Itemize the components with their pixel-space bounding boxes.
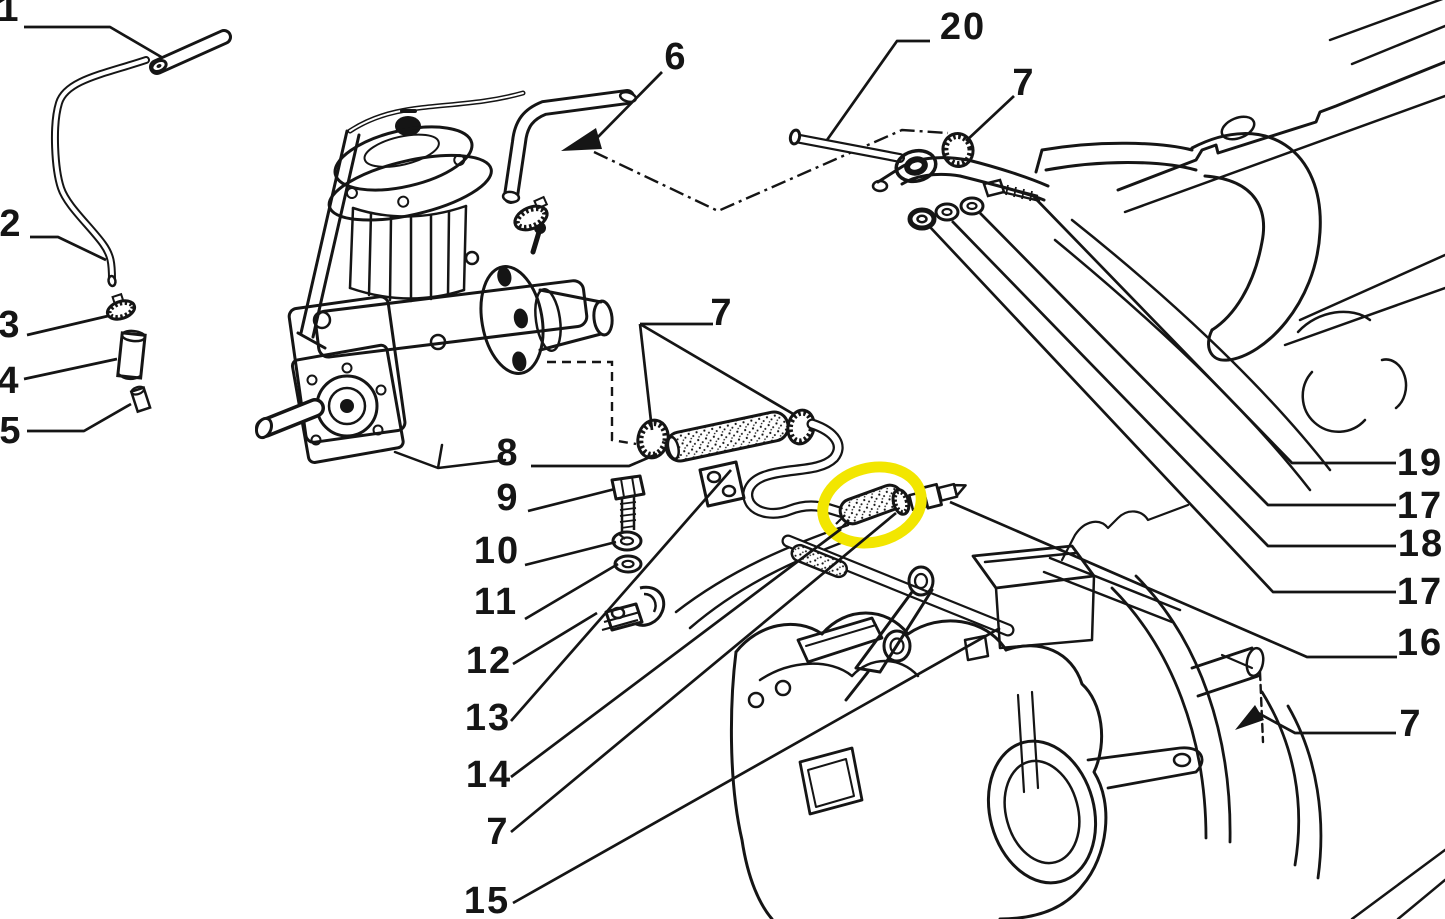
gearbox-assembly [729, 544, 1445, 919]
engine-assembly [871, 0, 1445, 562]
callout-6: 6 [664, 36, 688, 78]
callout-18: 18 [1397, 523, 1445, 565]
leader-1 [24, 25, 164, 60]
washers-group [907, 178, 1041, 231]
pipe-20 [788, 128, 938, 184]
leader-17-a [979, 212, 1396, 507]
bolt-9 [610, 474, 646, 532]
leader-6 [593, 71, 663, 142]
leader-13 [509, 469, 733, 722]
callout-15: 15 [463, 880, 511, 919]
callout-9: 9 [496, 477, 520, 519]
leader-12 [512, 611, 598, 666]
callout-19: 19 [1396, 442, 1444, 484]
callout-7-right: 7 [1399, 703, 1423, 745]
callout-10: 10 [473, 530, 521, 572]
hose-8 [664, 410, 790, 463]
leader-7-mid-a [638, 323, 654, 431]
leader-19 [1033, 196, 1396, 465]
callout-17-b: 17 [1396, 571, 1444, 613]
leader-15 [512, 626, 1001, 905]
leader-7-top [965, 95, 1015, 142]
callout-11: 11 [473, 581, 519, 623]
bolt-19 [982, 178, 1041, 203]
leader-9 [527, 487, 616, 513]
callout-14: 14 [465, 754, 513, 796]
part-1-hose [149, 29, 232, 75]
leader-8 [531, 452, 658, 468]
bracket-13 [698, 460, 746, 508]
callout-7-top: 7 [1012, 62, 1036, 104]
centerline [547, 128, 949, 446]
arrow-7-right [1235, 705, 1264, 730]
part-3-clamp [105, 292, 137, 321]
leader-7-left [510, 511, 897, 834]
leader-17-b [929, 226, 1396, 594]
injection-pump [255, 90, 614, 470]
leader-2 [30, 235, 107, 262]
part-2-pipe [50, 56, 150, 288]
callout-13: 13 [464, 697, 512, 739]
callout-2: 2 [0, 203, 23, 245]
washer-10 [611, 530, 643, 552]
clamp-12 [601, 585, 666, 632]
callout-3: 3 [0, 304, 22, 346]
callout-17-a: 17 [1396, 485, 1444, 527]
leader-7-mid-b [639, 322, 796, 417]
arrow-6 [561, 128, 602, 151]
leader-20 [825, 39, 930, 141]
callout-5: 5 [0, 410, 23, 452]
clamp-screw-tail [835, 514, 850, 530]
leader-10 [524, 540, 617, 567]
callout-8: 8 [496, 432, 520, 474]
callout-7-left: 7 [486, 811, 510, 853]
callout-16: 16 [1396, 622, 1444, 664]
clamp-7-left [636, 418, 670, 460]
callout-7-mid: 7 [710, 292, 734, 334]
leader-7-right [1257, 711, 1396, 735]
part-5-plug [129, 385, 152, 414]
part-4-sleeve [116, 329, 147, 381]
hose-15 [781, 534, 1182, 637]
clamp-7-right [786, 408, 816, 446]
leader-4 [23, 357, 118, 381]
leader-18 [951, 220, 1396, 548]
washer-11 [613, 554, 643, 574]
callout-12: 12 [465, 640, 513, 682]
leader-5 [27, 402, 132, 433]
leader-lines [23, 25, 1397, 905]
leader-11 [524, 562, 619, 621]
highlight-ellipse [817, 461, 927, 549]
hose-6 [501, 89, 638, 204]
callout-20: 20 [939, 6, 987, 48]
clamp-below-hose-6 [513, 195, 549, 232]
callout-1: 1 [0, 0, 21, 30]
leader-14 [510, 527, 842, 779]
clamp-hose-14 [891, 488, 911, 516]
leader-3 [26, 314, 109, 337]
leader-16 [949, 500, 1397, 659]
callout-4: 4 [0, 360, 21, 402]
